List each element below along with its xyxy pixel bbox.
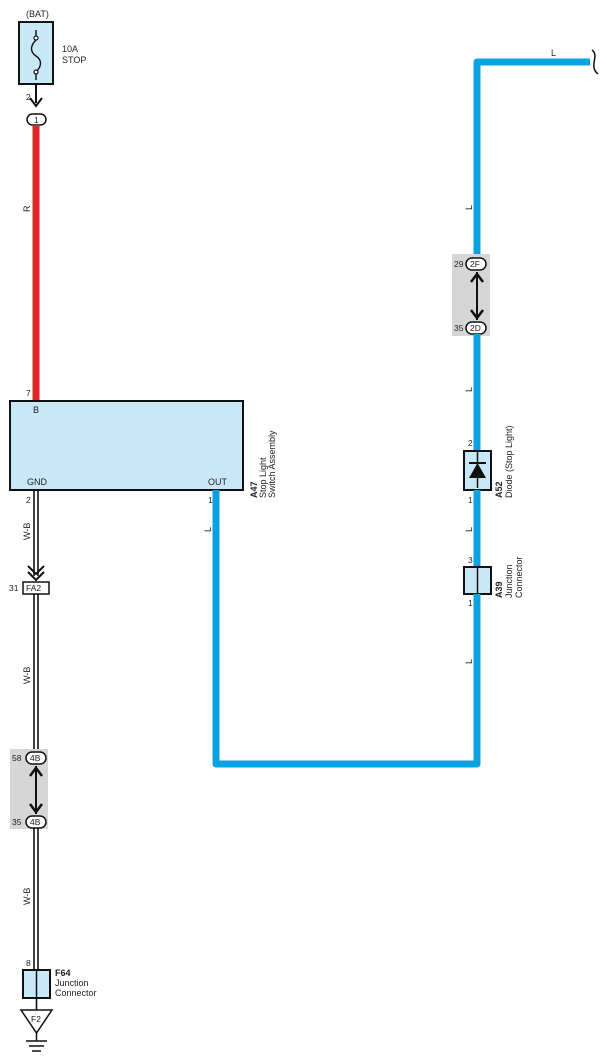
connector-2f: [465, 257, 487, 271]
switch-pin-gnd: GND: [27, 477, 48, 487]
wire-label-blue-out: L: [203, 527, 213, 532]
wire-label-blue-right-3: L: [464, 527, 474, 532]
junction-a39-pin-top: 3: [468, 555, 473, 565]
switch-name-line-1: Stop Light: [258, 457, 268, 498]
wire-label-gnd-2: W-B: [22, 667, 32, 684]
fa2-pin: 31: [9, 583, 19, 593]
connector-fa2-code: FA2: [26, 583, 41, 593]
switch-name-line-2: Switch Assembly: [267, 430, 277, 498]
ground-symbol-icon: [26, 1033, 47, 1052]
fuse-name: STOP: [62, 55, 86, 65]
connector-4b-top-pin: 58: [12, 753, 22, 763]
ground-triangle-icon: [19, 1009, 54, 1035]
connector-chevron-up-icon: [29, 765, 43, 777]
junction-a39-pin-bot: 1: [468, 598, 473, 608]
wire-wb-2: [33, 594, 39, 752]
wire-label-blue-right-4: L: [464, 659, 474, 664]
connector-chevron-icon: [27, 565, 45, 576]
diode-name: Diode (Stop Light): [504, 425, 514, 498]
connector-4b-top: [25, 751, 47, 765]
fuse-symbol-icon: [30, 30, 42, 80]
wire-label-blue-right-1: L: [464, 205, 474, 210]
connector-chevron-down-icon: [29, 803, 43, 815]
fuse-rating: 10A: [62, 44, 78, 54]
f64-name-1: Junction: [55, 978, 89, 988]
junction-a39-name-2: Connector: [514, 556, 524, 598]
fuse-source-label: (BAT): [26, 9, 49, 19]
connector-4b-top-code: 4B: [30, 753, 41, 763]
wire-break-icon: [591, 49, 599, 75]
connector-2f-pin: 29: [454, 259, 464, 269]
diode-pin-top: 2: [468, 438, 473, 448]
wire-label-gnd-1: W-B: [22, 523, 32, 540]
switch-pin-out: OUT: [208, 477, 228, 487]
wire-label-blue-right-2: L: [464, 387, 474, 392]
junction-a39-name-1: Junction: [504, 564, 514, 598]
connector-4b-bot-code: 4B: [30, 817, 41, 827]
junction-a39-code: A39: [494, 581, 504, 598]
wire-label-blue-top: L: [551, 48, 556, 58]
connector-chevron-icon: [29, 97, 43, 108]
connector-chevron-down-icon: [470, 309, 484, 321]
fuse-terminal-icon: [33, 69, 39, 75]
f64-code: F64: [55, 968, 71, 978]
wire-label-gnd-3: W-B: [22, 888, 32, 905]
connector-4b-bot-pin: 35: [12, 817, 22, 827]
connector-chevron-icon: [27, 571, 45, 582]
f64-name-2: Connector: [55, 988, 97, 998]
connector-fa2: [22, 581, 50, 595]
diode-code: A52: [494, 481, 504, 498]
connector-4b-bot: [25, 815, 47, 829]
connector-chevron-up-icon: [470, 271, 484, 283]
connector-2f-code: 2F: [470, 259, 480, 269]
switch-pin-out-number: 1: [208, 495, 213, 505]
fuse-terminal-icon: [33, 35, 39, 41]
switch-pin-gnd-number: 2: [26, 495, 31, 505]
diode-pin-bot: 1: [468, 495, 473, 505]
wire-blue-out: [212, 490, 481, 768]
connector-2d-pin: 35: [454, 323, 464, 333]
inline-connector-pin: 1: [34, 115, 39, 125]
switch-code: A47: [249, 481, 259, 498]
wire-blue-top: [473, 58, 590, 258]
connector-2d-code: 2D: [470, 323, 481, 333]
switch-pin-b: B: [33, 405, 39, 415]
stop-light-switch-assembly: [9, 400, 244, 491]
f64-pin: 8: [26, 958, 31, 968]
switch-pin-b-number: 7: [26, 388, 31, 398]
ground-code: F2: [31, 1014, 41, 1024]
fuse-pin-number: 2: [26, 92, 31, 102]
wire-label-red: R: [22, 205, 32, 212]
wire-wb-1: [33, 490, 39, 576]
wire-wb-3: [33, 828, 39, 970]
